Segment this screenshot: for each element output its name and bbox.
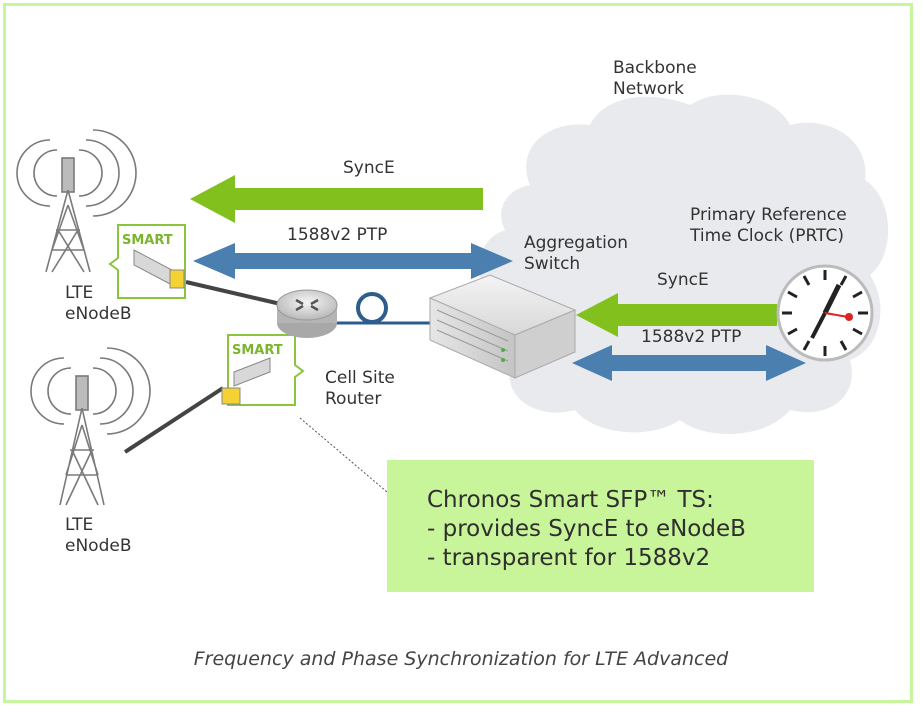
ptp-arrow-top	[193, 243, 513, 279]
sfp-module-icon	[221, 334, 305, 406]
switch-icon	[428, 274, 577, 379]
cable-router-sfp2	[123, 386, 225, 454]
ptp-arrow-right	[572, 345, 806, 381]
callout-line-2: - provides SyncE to eNodeB	[427, 516, 746, 542]
callout-line-3: - transparent for 1588v2	[427, 545, 711, 571]
aggregation-switch-label: Aggregation Switch	[524, 233, 629, 274]
ptp-label-top: 1588v2 PTP	[287, 225, 388, 245]
figure-caption: Frequency and Phase Synchronization for …	[193, 648, 729, 670]
antenna-tower-icon	[30, 347, 151, 506]
cell-site-router-label: Cell Site Router	[325, 368, 395, 409]
synce-label-top: SyncE	[343, 158, 395, 178]
fiber-coil-icon	[356, 292, 388, 324]
backbone-cloud	[478, 94, 889, 434]
ptp-label-right: 1588v2 PTP	[641, 327, 742, 347]
smart-logo: SMART	[122, 233, 173, 248]
cable-router-sfp1	[185, 280, 286, 307]
lte-enodeb-label-1: LTE eNodeB	[65, 283, 132, 324]
prtc-label: Primary Reference Time Clock (PRTC)	[690, 205, 847, 246]
smart-sfp-callout: Chronos Smart SFP™ TS: - provides SyncE …	[387, 460, 814, 592]
router-icon	[276, 289, 338, 338]
lte-enodeb-label-2: LTE eNodeB	[65, 515, 132, 556]
clock-icon	[776, 264, 874, 362]
synce-label-right: SyncE	[657, 270, 709, 290]
backbone-network-label: Backbone Network	[613, 58, 697, 99]
antenna-tower-icon	[16, 129, 137, 273]
diagram-frame	[3, 3, 913, 703]
smart-logo: SMART	[232, 343, 283, 358]
synce-arrow-top	[190, 175, 483, 223]
synce-arrow-right	[576, 293, 777, 337]
callout-pointer	[299, 417, 388, 493]
sfp-module-icon	[108, 224, 186, 299]
callout-line-1: Chronos Smart SFP™ TS:	[427, 487, 714, 513]
